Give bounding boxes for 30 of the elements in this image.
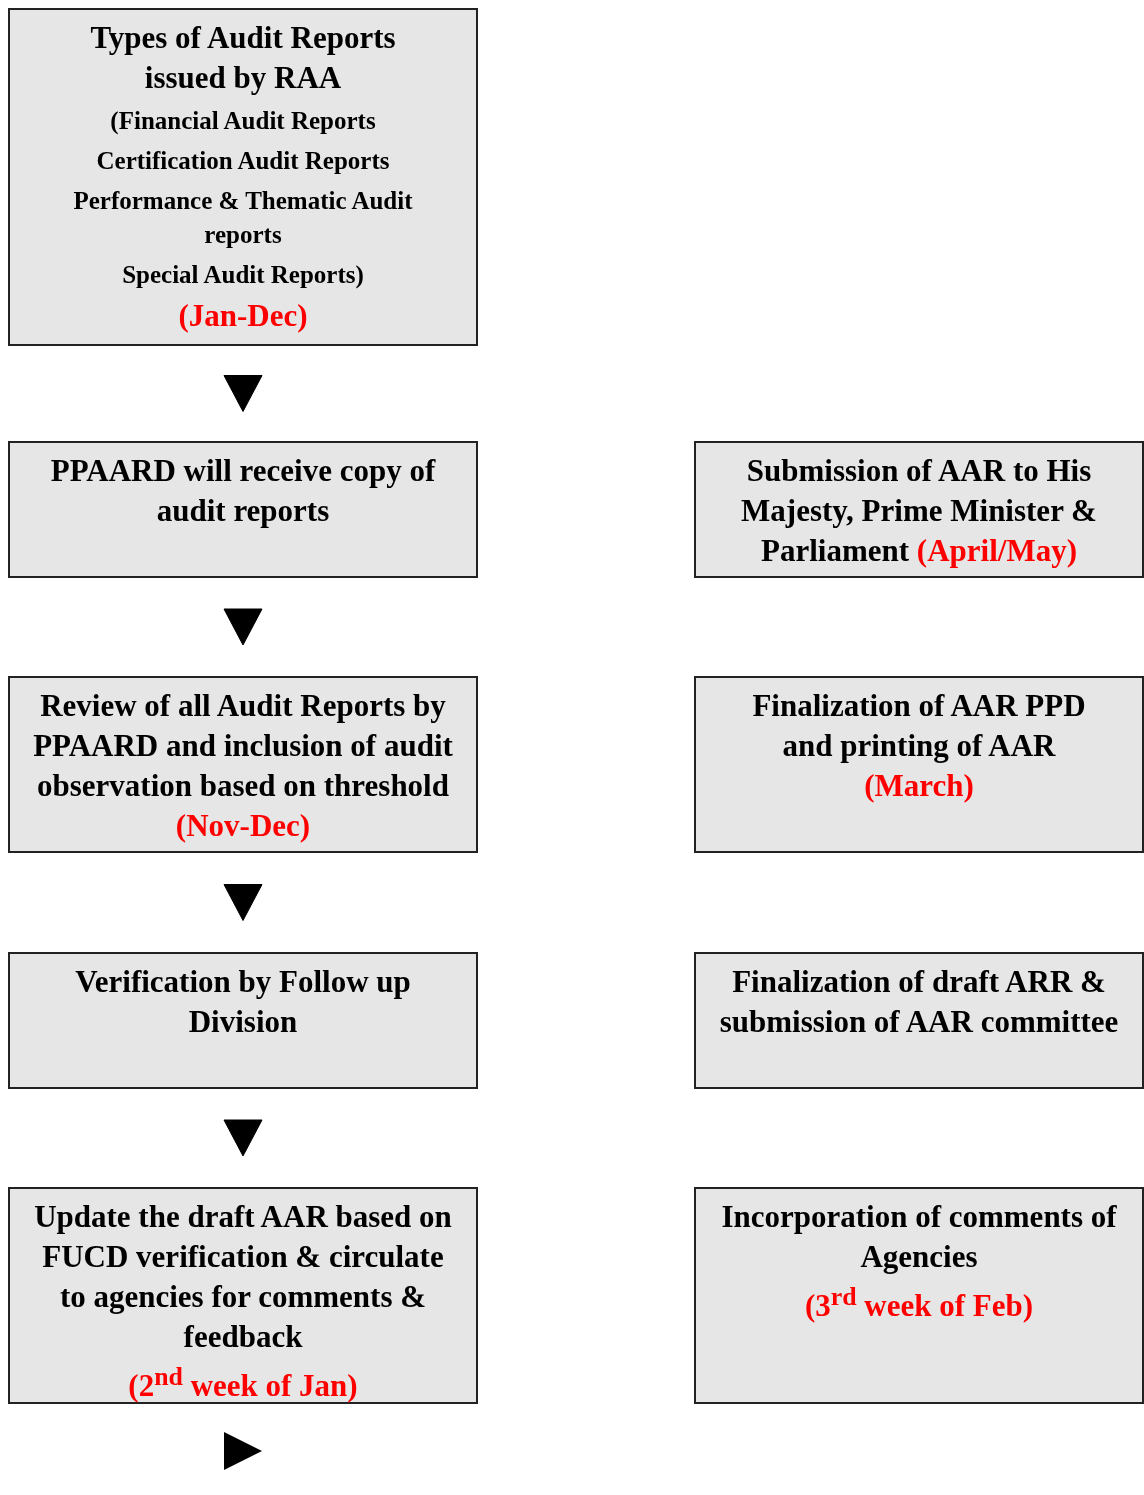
process-box [694,952,1144,1089]
process-box [8,676,478,853]
box-text: PPAARD will receive copy of audit reports [49,452,437,530]
arrow [223,884,263,921]
box-text: Finalization of draft ARR & submission of AAR committee [718,963,1120,1041]
box-text: Performance & Thematic Audit reports [72,186,414,250]
process-box [8,952,478,1089]
process-box [8,8,478,346]
box-text: Review of all Audit Reports by PPAARD and inclusion of audit observation based on threshold (Nov-Dec) [32,687,454,845]
box-text: (Financial Audit Reports [109,106,377,137]
process-box [8,441,478,578]
arrow [223,608,263,646]
date-text: (Jan-Dec) [177,297,309,335]
box-text: Types of Audit Reports issued by RAA [89,19,397,97]
box-text: Special Audit Reports) [121,260,365,291]
date-text: (March) [863,767,975,805]
process-box [8,1187,478,1404]
process-box [694,676,1144,853]
box-text: Submission of AAR to His Majesty, Prime Minister & Parliament (April/May) [740,452,1098,570]
box-text: Verification by Follow up Division [74,963,412,1041]
box-text: Certification Audit Reports [95,146,391,176]
arrow [223,375,263,412]
arrow [223,1119,263,1157]
process-box [694,1187,1144,1404]
box-text: Update the draft AAR based on FUCD verification & circulate to agencies for comments & feedback [33,1198,453,1356]
process-box [694,441,1144,578]
date-text: (2$^{nd}$ week of Jan) [127,1361,359,1406]
box-text: Finalization of AAR PPD and printing of AAR [751,687,1087,765]
box-text: Incorporation of comments of Agencies [720,1198,1118,1276]
date-text: (3$^{rd}$ week of Feb) [803,1281,1035,1326]
